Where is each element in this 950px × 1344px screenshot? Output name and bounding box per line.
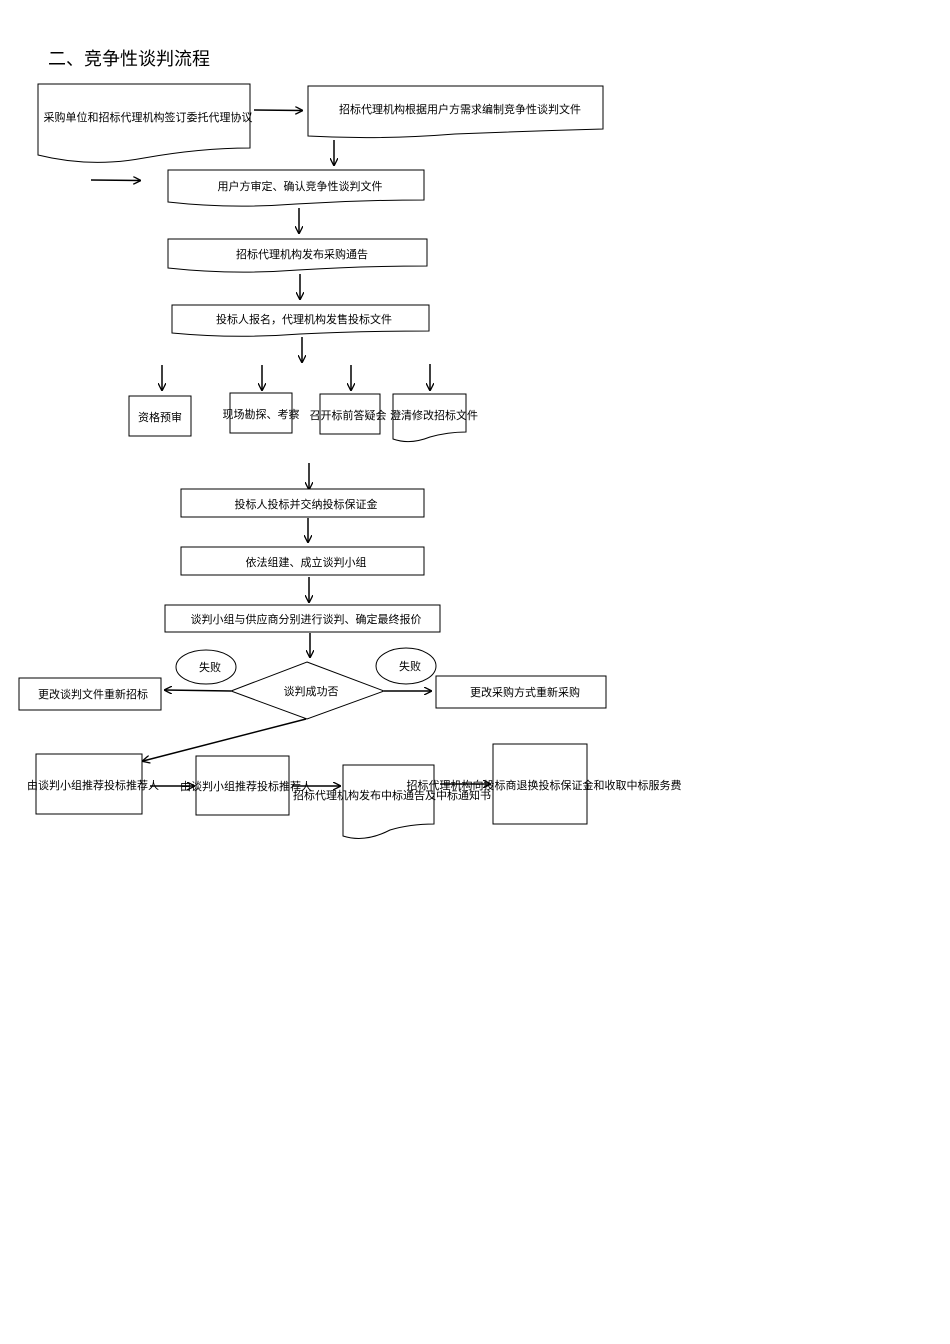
publish-notice-box [167,238,428,273]
prequalification-box [128,395,192,437]
revise-rebid-box [18,677,162,711]
decision-diamond [229,661,386,720]
register-sell-box [171,304,430,337]
change-method-label: 更改采购方式重新采购 [470,685,580,699]
user-confirm-box [167,169,425,207]
arrow-decision-to-rebid [165,690,232,691]
prepare-docs-label: 招标代理机构根据用户方需求编制竞争性谈判文件 [339,102,581,116]
arrow-stub-left [90,180,140,181]
site-survey-box [229,392,293,434]
arrow-decision-to-recommend [143,718,307,761]
recommend-2-label: 由谈判小组推荐投标推荐人 [180,779,312,793]
decision-label: 谈判成功否 [284,685,339,698]
arrow-sign-to-prepare [253,110,302,111]
pre-bid-meeting-label: 召开标前答疑会 [310,408,387,422]
submit-bid-box [180,488,425,518]
site-survey-label: 现场勘探、考察 [223,407,300,421]
register-sell-label: 投标人报名，代理机构发售投标文件 [216,312,392,326]
pre-bid-meeting-box [319,393,381,435]
sign-agreement-box [37,83,251,163]
user-confirm-label: 用户方审定、确认竞争性谈判文件 [218,179,383,193]
refund-fee-box [492,743,588,825]
recommend-1-box [35,753,143,815]
fail-right-label: 失败 [399,659,421,673]
fail-left-label: 失败 [199,660,221,674]
form-panel-box [180,546,425,576]
fail-left-ellipse [175,649,237,685]
recommend-2-box [195,755,290,816]
award-notice-box [342,764,435,839]
fail-right-ellipse [375,647,437,685]
revise-rebid-label: 更改谈判文件重新招标 [38,687,148,701]
clarify-modify-box [392,393,467,443]
form-panel-label: 依法组建、成立谈判小组 [246,555,367,569]
recommend-1-label: 由谈判小组推荐投标推荐人 [27,778,159,792]
negotiate-label: 谈判小组与供应商分别进行谈判、确定最终报价 [191,612,422,626]
publish-notice-label: 招标代理机构发布采购通告 [236,247,368,261]
negotiate-box [164,604,441,633]
submit-bid-label: 投标人投标并交纳投标保证金 [235,497,378,511]
prequalification-label: 资格预审 [138,410,182,424]
award-notice-label: 招标代理机构发布中标通告及中标通知书 [293,788,491,802]
clarify-modify-label: 澄清修改招标文件 [390,408,478,422]
refund-fee-label: 招标代理机构向投标商退换投标保证金和收取中标服务费 [407,778,682,792]
sign-agreement-label: 采购单位和招标代理机构签订委托代理协议 [44,110,253,124]
prepare-docs-box [307,85,604,139]
change-method-box [435,675,607,709]
page-title: 二、竞争性谈判流程 [48,49,210,70]
